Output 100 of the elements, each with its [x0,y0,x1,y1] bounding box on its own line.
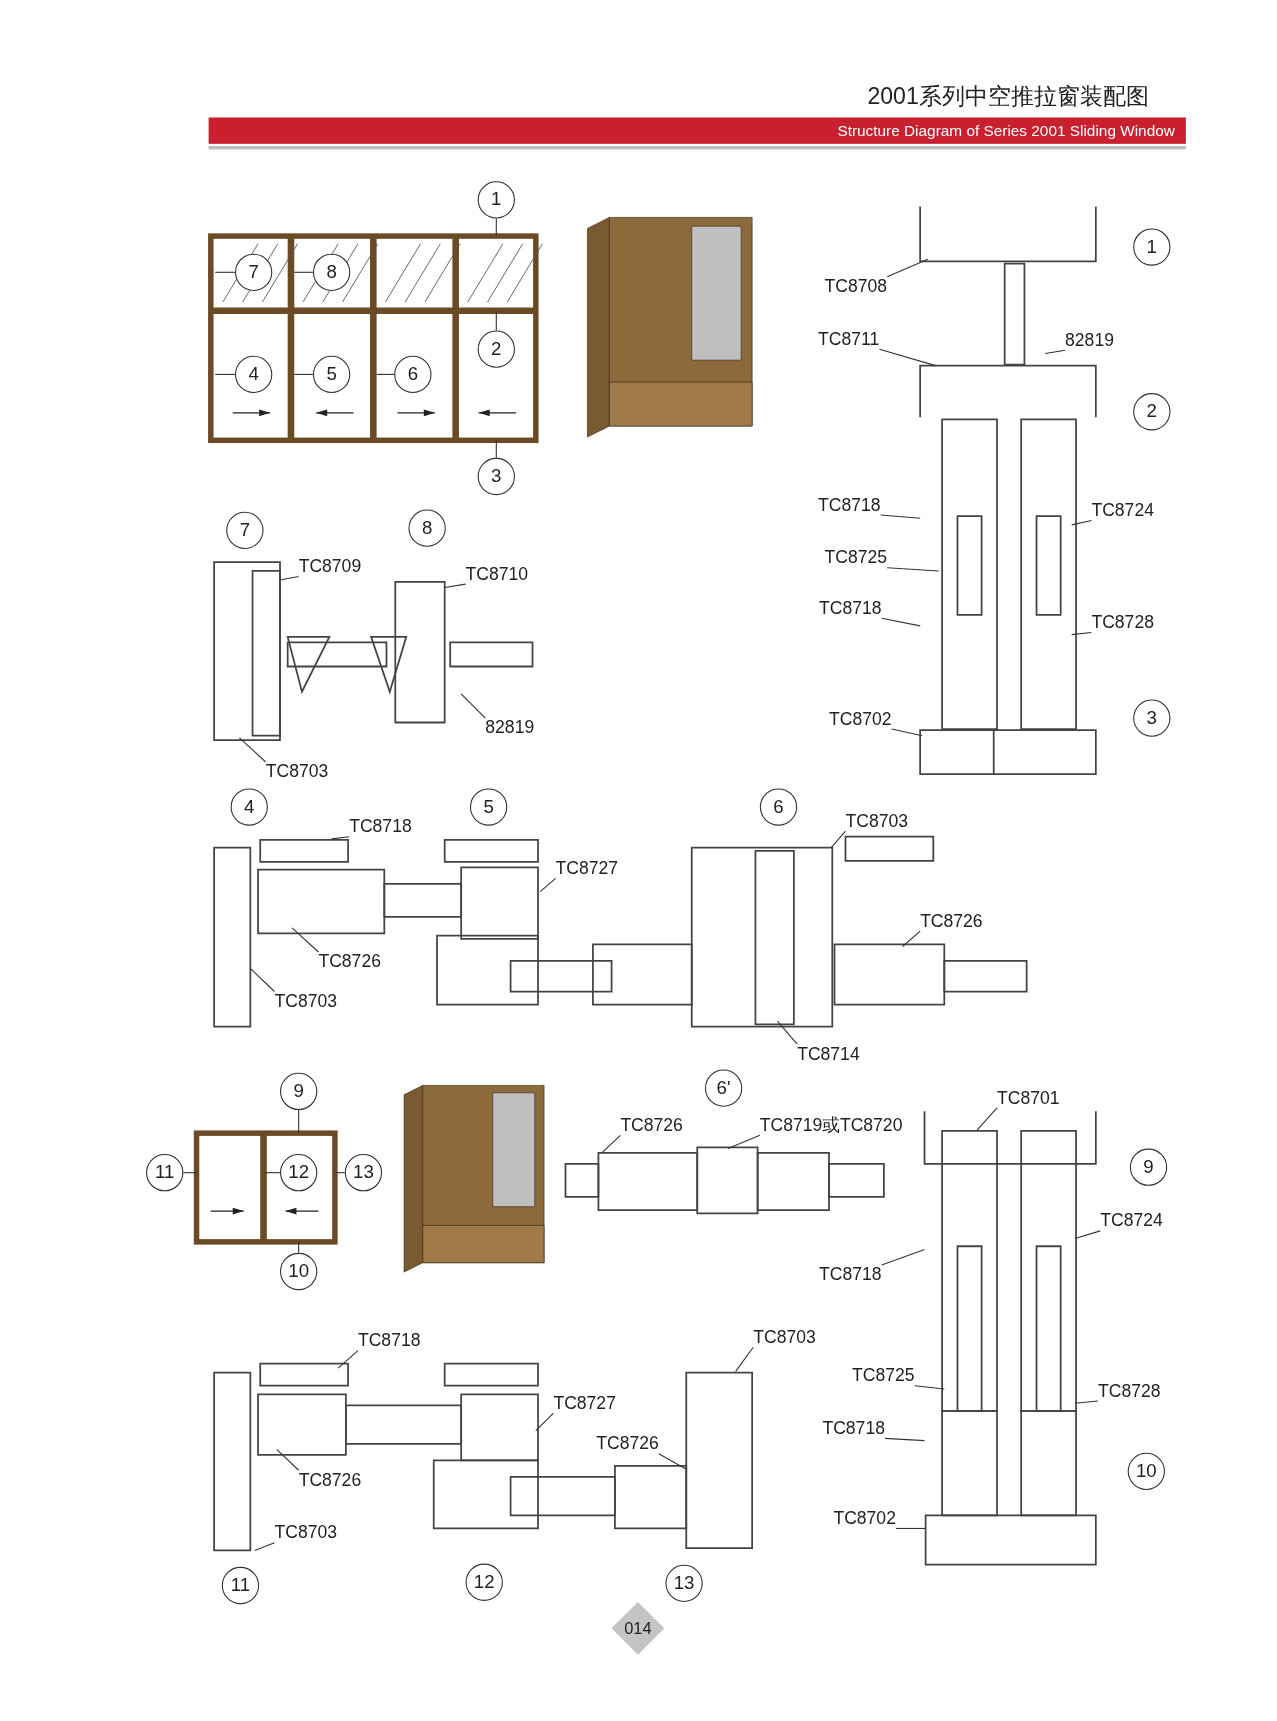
part-code: TC8708 [824,276,888,297]
title: 2001系列中空推拉窗装配图 [867,83,1150,110]
part-code: TC8728 [1098,1381,1161,1402]
leader-line [880,514,921,519]
window-elevation-drawing [193,1130,338,1245]
callout-number: 2 [1133,393,1171,431]
page-number: 014 [611,1602,665,1655]
callout-number: 3 [477,457,515,496]
part-code: TC8703 [274,1522,337,1543]
leader-line [914,1385,945,1390]
leader-line [1074,1230,1101,1240]
part-code: TC8714 [797,1044,860,1064]
subtitle: Structure Diagram of Series 2001 Sliding Window [837,120,1175,141]
leader-line [976,1107,998,1131]
part-code: TC8727 [553,1393,616,1414]
part-code: TC8702 [829,709,892,730]
part-code: TC8711 [818,329,880,350]
leader-line [1071,631,1092,636]
part-code: TC8718 [819,598,882,619]
leader-line [495,439,497,459]
part-code: TC8710 [465,564,529,585]
leader-line [291,927,319,953]
callout-number: 9 [280,1072,318,1111]
leader-line [1044,349,1066,355]
callout-number: 13 [665,1564,703,1602]
part-code: TC8718 [819,1264,882,1285]
part-code: TC8718 [349,816,412,837]
leader-line [376,373,395,375]
leader-line [444,583,467,588]
callout-number: 7 [226,511,264,549]
part-code: TC8709 [298,556,362,577]
leader-line [293,271,314,273]
leader-line [214,271,236,273]
leader-line [891,728,923,737]
leader-line [1071,519,1092,526]
callout-number: 1 [1133,228,1171,266]
part-code: TC8724 [1091,500,1154,521]
leader-line [337,1350,359,1369]
part-code: TC8726 [620,1115,683,1136]
part-code: TC8718 [357,1330,421,1351]
leader-line [254,1542,276,1551]
leader-line [298,1109,300,1134]
callout-number: 6 [759,788,798,826]
leader-line [902,930,921,948]
leader-line [878,348,937,367]
leader-line [881,617,921,627]
leader-line [881,1249,926,1266]
leader-line [298,1241,300,1254]
callout-number: 1 [477,181,515,219]
leader-line [460,693,486,719]
leader-line [535,1412,554,1432]
callout-number: 9 [1129,1148,1168,1186]
leader-line [539,877,557,893]
profile-section-drawing [923,1110,1097,1566]
part-code: TC8726 [298,1470,362,1490]
leader-line [249,967,276,993]
leader-line [884,1437,926,1442]
leader-line [293,373,314,375]
callout-number: 6' [704,1069,743,1107]
callout-number: 3 [1133,699,1171,737]
leader-line [830,830,847,849]
part-code: TC8703 [274,991,337,1012]
leader-line [331,836,350,840]
leader-line [214,373,236,375]
profile-section-drawing [213,835,1028,1028]
callout-number: 12 [465,1563,503,1601]
leader-line [495,311,497,332]
part-code: TC8728 [1091,612,1154,633]
callout-number: 11 [221,1566,260,1605]
part-code: TC8719或TC8720 [759,1115,903,1136]
leader-line [886,567,940,572]
callout-number: 4 [230,788,268,826]
part-code: TC8726 [596,1434,659,1454]
part-code: TC8701 [997,1088,1060,1108]
profile-section-drawing [213,1362,753,1552]
leader-line [658,1453,687,1470]
leader-line [264,1172,281,1174]
leader-line [735,1346,754,1372]
callout-number: 5 [469,788,508,826]
leader-line [1074,1400,1099,1404]
part-code: 82819 [485,718,535,738]
part-code: TC8703 [845,811,908,832]
leader-line [334,1172,346,1174]
part-code: TC8703 [265,762,329,782]
leader-line [495,217,497,237]
part-code: TC8702 [833,1508,896,1529]
part-code: 82819 [1065,330,1114,351]
window-elevation-drawing [208,233,543,444]
leader-line [601,1134,621,1154]
profile-section-drawing [564,1146,885,1215]
part-code: TC8703 [753,1327,816,1348]
callout-number: 10 [1127,1452,1165,1490]
part-code: TC8718 [822,1418,885,1439]
leader-line [280,575,300,581]
part-code: TC8724 [1100,1211,1163,1231]
leader-line [276,1448,300,1471]
callout-number: 11 [146,1154,184,1192]
part-code: TC8726 [318,952,381,972]
leader-line [776,1020,798,1045]
part-code: TC8726 [920,911,983,932]
